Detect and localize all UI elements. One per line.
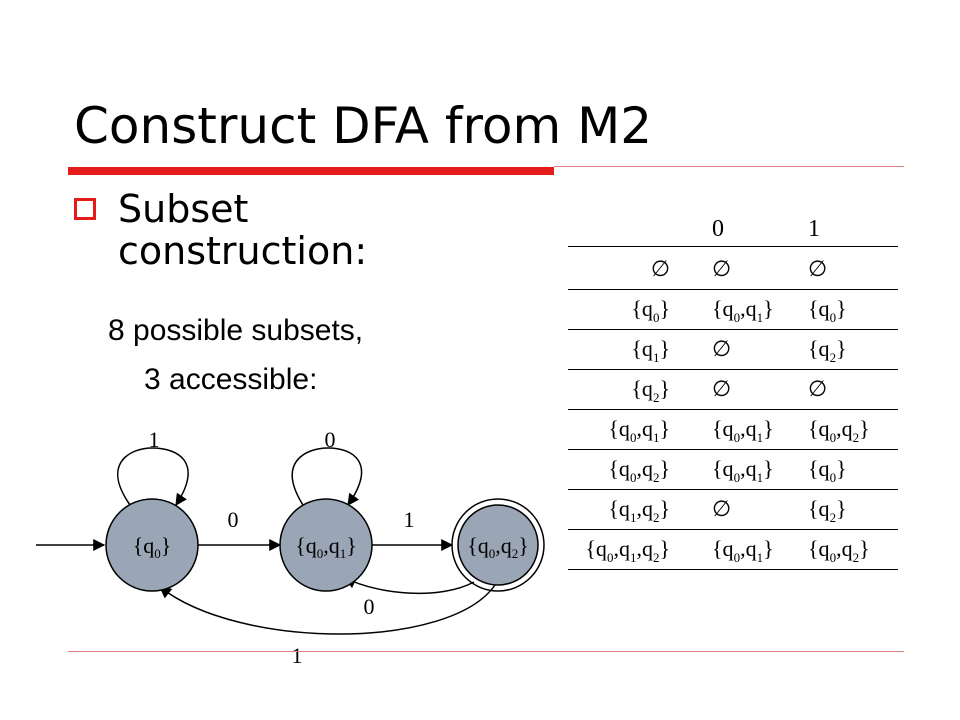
- edge-label-s02-s0: 1: [292, 643, 303, 668]
- title-underline-thin: [554, 166, 904, 167]
- table-row-rule: [568, 409, 898, 410]
- state-s0: [105, 498, 199, 592]
- table-cell-on1: ∅: [808, 256, 828, 281]
- self-loop-s01: [291, 447, 363, 506]
- edge-label-loop-s01: 0: [325, 427, 336, 452]
- table-cell-state: {q2}: [631, 376, 670, 405]
- table-row-rule: [568, 569, 898, 570]
- table-row: {q2} ∅ ∅: [568, 370, 898, 410]
- table-row-rule: [568, 449, 898, 450]
- table-cell-on0: {q0,q1}: [712, 536, 774, 565]
- table-cell-state: {q0,q2}: [608, 456, 670, 485]
- edge-label-s01-s02: 1: [404, 507, 415, 532]
- edge-label-s02-s01: 0: [364, 594, 375, 619]
- table-cell-on1: {q0}: [808, 456, 847, 485]
- state-s01: [279, 498, 373, 592]
- table-cell-on0: ∅: [712, 376, 732, 401]
- table-cell-on0: {q0,q1}: [712, 296, 774, 325]
- bullet-text: Subset construction:: [118, 187, 368, 273]
- table-cell-on1: {q0,q2}: [808, 536, 870, 565]
- table-cell-state: {q0}: [631, 296, 670, 325]
- table-cell-on1: {q2}: [808, 496, 847, 525]
- table-header-0: 0: [712, 216, 724, 242]
- table-cell-state: {q1,q2}: [608, 496, 670, 525]
- table-cell-on1: {q0}: [808, 296, 847, 325]
- table-row: ∅ ∅ ∅: [568, 250, 898, 290]
- table-cell-on0: {q0,q1}: [712, 456, 774, 485]
- table-header-1: 1: [808, 216, 820, 242]
- state-s02-outer-ring: [451, 498, 545, 592]
- state-label-s01: {q0​,q1​}: [295, 533, 357, 561]
- table-row: {q0} {q0,q1} {q0}: [568, 290, 898, 330]
- table-row-rule: [568, 329, 898, 330]
- edge-label-s0-s01: 0: [228, 507, 239, 532]
- table-cell-on0: ∅: [712, 336, 732, 361]
- table-cell-on0: ∅: [712, 256, 732, 281]
- edge-s02-s01: [343, 577, 475, 595]
- table-row-rule: [568, 369, 898, 370]
- transition-table: 0 1 ∅ ∅ ∅ {q0} {q0,q1} {q0} {q1} ∅ {q2} {q2} ∅ ∅ {q0…: [568, 214, 898, 574]
- subsets-count-text: 8 possible subsets,: [108, 314, 364, 347]
- table-row-rule: [568, 529, 898, 530]
- table-row-rule: [568, 289, 898, 290]
- table-cell-on1: {q0,q2}: [808, 416, 870, 445]
- table-cell-on0: {q0,q1}: [712, 416, 774, 445]
- table-cell-on1: {q2}: [808, 336, 847, 365]
- table-cell-state: {q1}: [631, 336, 670, 365]
- accessible-count-text: 3 accessible:: [144, 363, 318, 396]
- table-cell-on1: ∅: [808, 376, 828, 401]
- table-row: {q0,q1} {q0,q1} {q0,q2}: [568, 410, 898, 450]
- edge-s02-s0: [159, 584, 496, 635]
- edge-label-loop-s0: 1: [149, 427, 160, 452]
- self-loop-s0: [117, 447, 189, 507]
- bullet-square-icon: [74, 198, 96, 220]
- slide-title: Construct DFA from M2: [74, 97, 653, 155]
- table-cell-state: {q0,q1}: [608, 416, 670, 445]
- table-cell-state: {q0,q1,q2}: [585, 536, 670, 565]
- state-label-s0: {q0​}: [133, 533, 172, 561]
- table-row: {q0,q2} {q0,q1} {q0}: [568, 450, 898, 490]
- title-underline-red: [68, 167, 554, 175]
- table-row: {q1} ∅ {q2}: [568, 330, 898, 370]
- table-row: {q1,q2} ∅ {q2}: [568, 490, 898, 530]
- state-label-s02: {q0​,q2​}: [467, 533, 529, 561]
- state-s02: [457, 504, 539, 586]
- table-row: {q0,q1,q2} {q0,q1} {q0,q2}: [568, 530, 898, 570]
- table-cell-on0: ∅: [712, 496, 732, 521]
- bottom-rule: [68, 651, 904, 652]
- table-row-rule: [568, 489, 898, 490]
- table-cell-state: ∅: [650, 256, 670, 281]
- table-header-rule: [568, 246, 898, 247]
